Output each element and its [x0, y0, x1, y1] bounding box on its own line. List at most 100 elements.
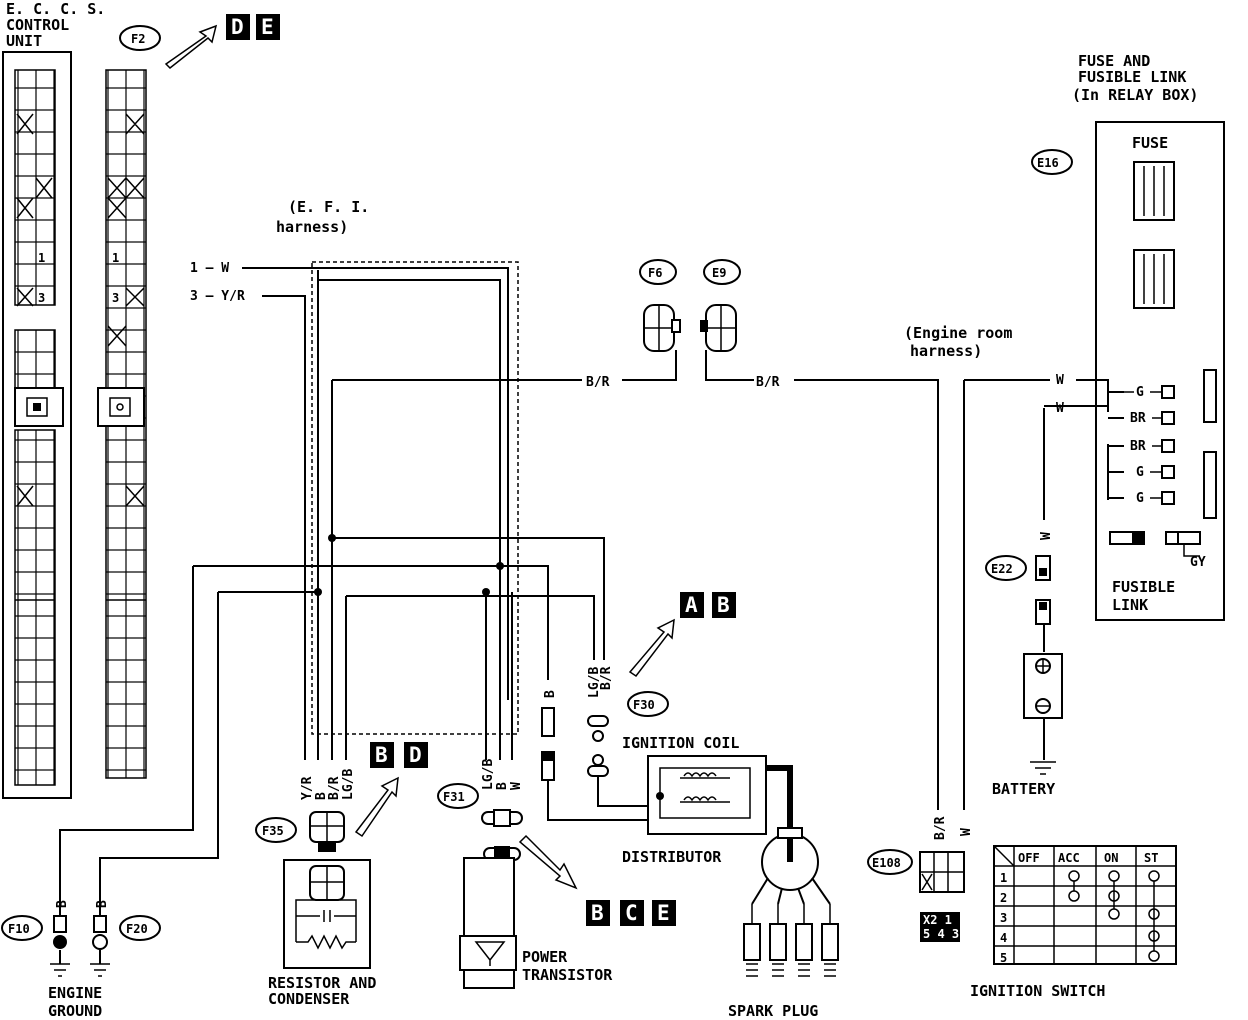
fuse-color-br1: BR — [1130, 411, 1146, 426]
svg-text:B: B — [495, 782, 510, 790]
coil-connectors — [541, 707, 609, 781]
svg-text:B: B — [717, 593, 730, 617]
connector-f10: F10 — [1, 915, 70, 977]
switch-row-3: 3 — [1000, 911, 1007, 925]
svg-text:F35: F35 — [262, 824, 284, 838]
switch-header-st: ST — [1144, 851, 1158, 865]
connector-e16: E16 — [1031, 149, 1073, 175]
svg-text:W: W — [509, 782, 524, 790]
svg-text:LINK: LINK — [1112, 596, 1148, 614]
connector-f6: F6 — [639, 259, 681, 352]
svg-text:E22: E22 — [991, 562, 1013, 576]
svg-text:D: D — [409, 743, 422, 767]
svg-text:(Engine room: (Engine room — [904, 324, 1012, 342]
fuse-color-g1: G — [1136, 385, 1144, 400]
svg-text:RESISTOR AND: RESISTOR AND — [268, 974, 376, 992]
svg-text:B: B — [591, 901, 604, 925]
ecu-pin-1: 1 — [38, 251, 45, 265]
connector-f31: F31 — [437, 783, 523, 827]
goto-ab: A B — [628, 592, 736, 678]
connector-e22: E22 — [985, 555, 1051, 625]
svg-text:(In RELAY BOX): (In RELAY BOX) — [1072, 86, 1198, 104]
svg-text:B: B — [314, 792, 329, 800]
engine-room-harness-label: (Engine room harness) — [904, 324, 1012, 360]
svg-text:W: W — [1056, 401, 1064, 416]
fuse-box: FUSE G BR BR G G — [1044, 121, 1225, 621]
ignition-switch: OFF ACC ON ST 1 2 3 4 5 IGNITION SWITCH — [970, 845, 1177, 1000]
svg-text:GROUND: GROUND — [48, 1002, 102, 1020]
svg-text:F10: F10 — [8, 922, 30, 936]
resistor-condenser: RESISTOR AND CONDENSER — [268, 859, 376, 1008]
ecu-connector: 1 3 — [2, 51, 72, 799]
svg-text:FUSIBLE LINK: FUSIBLE LINK — [1078, 68, 1186, 86]
svg-text:E: E — [657, 901, 670, 925]
fuse-box-title: FUSE AND FUSIBLE LINK (In RELAY BOX) — [1072, 52, 1198, 104]
svg-text:W: W — [1056, 373, 1064, 388]
svg-text:LG/B: LG/B — [481, 759, 496, 790]
svg-text:3 — Y/R: 3 — Y/R — [190, 289, 245, 304]
switch-row-2: 2 — [1000, 891, 1007, 905]
connector-f30: F30 — [627, 691, 669, 717]
svg-text:FUSE AND: FUSE AND — [1078, 52, 1150, 70]
svg-text:E9: E9 — [712, 266, 726, 280]
ignition-coil: IGNITION COIL — [622, 734, 793, 864]
svg-text:FUSIBLE: FUSIBLE — [1112, 578, 1175, 596]
switch-row-4: 4 — [1000, 931, 1007, 945]
svg-text:LG/B: LG/B — [587, 667, 602, 698]
f2-pin-3: 3 — [112, 291, 119, 305]
svg-text:TRANSISTOR: TRANSISTOR — [522, 966, 613, 984]
switch-header-off: OFF — [1018, 851, 1040, 865]
svg-text:BATTERY: BATTERY — [992, 780, 1055, 798]
svg-text:W: W — [1039, 532, 1054, 540]
connector-f35: F35 — [255, 811, 345, 852]
wire-labels: 1 — W 3 — Y/R B/R B/R W W W B B Y/R B B/… — [55, 258, 1074, 908]
connector-e9: E9 — [700, 259, 741, 352]
distributor: DISTRIBUTOR — [622, 827, 831, 905]
fuse-color-gy: GY — [1190, 555, 1206, 570]
goto-bce: B C E — [518, 834, 676, 926]
svg-text:UNIT: UNIT — [6, 32, 42, 50]
svg-text:IGNITION SWITCH: IGNITION SWITCH — [970, 982, 1105, 1000]
svg-text:IGNITION COIL: IGNITION COIL — [622, 734, 739, 752]
spark-plugs: SPARK PLUG — [728, 904, 839, 1020]
svg-text:B: B — [375, 743, 388, 767]
svg-text:F20: F20 — [126, 922, 148, 936]
power-transistor: POWER TRANSISTOR — [459, 846, 613, 989]
connector-f20: F20 — [90, 915, 161, 977]
engine-ground-label: ENGINE GROUND — [48, 984, 102, 1020]
switch-row-1: 1 — [1000, 871, 1007, 885]
svg-text:B/R: B/R — [327, 776, 342, 800]
svg-text:harness): harness) — [910, 342, 982, 360]
svg-text:X2 1: X2 1 — [923, 913, 952, 927]
svg-text:SPARK PLUG: SPARK PLUG — [728, 1002, 818, 1020]
switch-header-acc: ACC — [1058, 851, 1080, 865]
svg-text:B/R: B/R — [756, 375, 780, 390]
svg-text:E108: E108 — [872, 856, 901, 870]
fuse-color-g2: G — [1136, 465, 1144, 480]
svg-text:A: A — [685, 593, 698, 617]
svg-text:F2: F2 — [131, 32, 145, 46]
svg-text:(E. F. I.: (E. F. I. — [288, 198, 369, 216]
connector-f2: F2 1 3 — [97, 25, 161, 779]
svg-text:E16: E16 — [1037, 156, 1059, 170]
svg-text:C: C — [625, 901, 638, 925]
goto-bd: B D — [354, 742, 428, 838]
fuse-color-g3: G — [1136, 491, 1144, 506]
f2-pin-1: 1 — [112, 251, 119, 265]
ecu-pin-3: 3 — [38, 291, 45, 305]
svg-text:ENGINE: ENGINE — [48, 984, 102, 1002]
svg-text:LG/B: LG/B — [341, 769, 356, 800]
wires — [59, 267, 1050, 885]
ecu-title: E. C. C. S. CONTROL UNIT — [6, 0, 105, 50]
svg-text:B/R: B/R — [599, 666, 614, 690]
svg-text:B/R: B/R — [933, 816, 948, 840]
svg-text:B/R: B/R — [586, 375, 610, 390]
svg-text:5 4 3: 5 4 3 — [923, 927, 959, 941]
fuse-color-br2: BR — [1130, 439, 1146, 454]
svg-text:CONDENSER: CONDENSER — [268, 990, 350, 1008]
efi-harness-shield — [311, 261, 519, 735]
svg-text:F30: F30 — [633, 698, 655, 712]
svg-text:DISTRIBUTOR: DISTRIBUTOR — [622, 848, 722, 866]
svg-text:E: E — [261, 15, 274, 39]
switch-header-on: ON — [1104, 851, 1118, 865]
